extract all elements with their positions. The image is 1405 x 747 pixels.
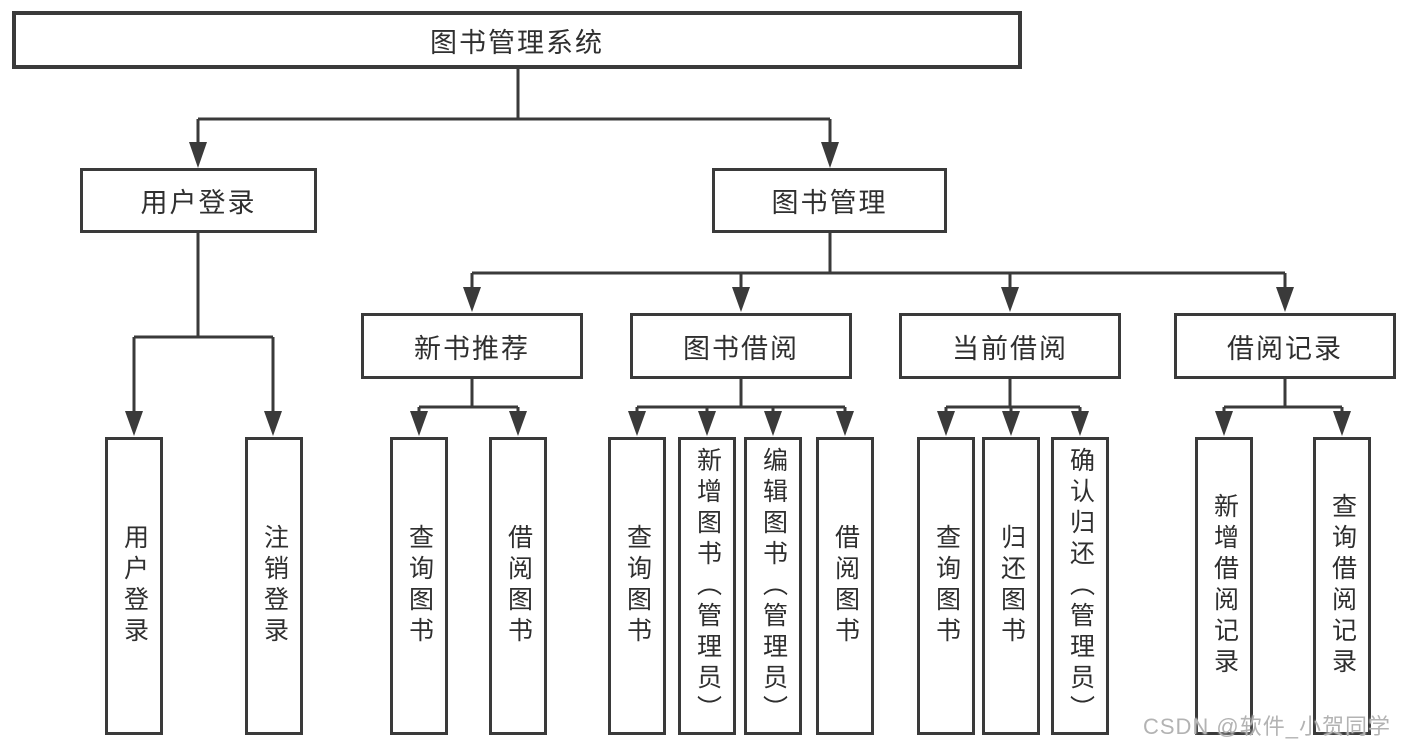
arrow-down-icon	[698, 411, 716, 436]
node-label: 新增图书（管理员）	[693, 446, 722, 726]
node-label: 借阅图书	[504, 524, 533, 648]
arrow-down-icon	[1071, 411, 1089, 436]
leaf-confirm-return-admin: 确认归还（管理员）	[1051, 437, 1109, 735]
leaf-add-book-admin: 新增图书（管理员）	[678, 437, 736, 735]
arrow-down-icon	[836, 411, 854, 436]
csdn-watermark: CSDN @软件_小贺同学	[1142, 714, 1391, 739]
leaf-return-book: 归还图书	[982, 437, 1040, 735]
node-label: 查询借阅记录	[1328, 493, 1357, 679]
arrow-down-icon	[1002, 411, 1020, 436]
leaf-logout: 注销登录	[245, 437, 303, 735]
node-label: 新书推荐	[414, 333, 530, 364]
arrow-down-icon	[463, 287, 481, 312]
arrow-down-icon	[937, 411, 955, 436]
node-label: 注销登录	[260, 524, 289, 648]
leaf-user-login: 用户登录	[105, 437, 163, 735]
arrow-down-icon	[1333, 411, 1351, 436]
node-book-management-system: 图书管理系统	[12, 11, 1022, 69]
node-book-management: 图书管理	[712, 168, 947, 233]
node-label: 图书管理	[771, 188, 888, 218]
leaf-query-books-2: 查询图书	[608, 437, 666, 735]
arrow-down-icon	[1215, 411, 1233, 436]
leaf-query-books-1: 查询图书	[390, 437, 448, 735]
leaf-add-borrow-record: 新增借阅记录	[1195, 437, 1253, 735]
node-borrow-records: 借阅记录	[1174, 313, 1396, 379]
leaf-query-borrow-record: 查询借阅记录	[1313, 437, 1371, 735]
node-new-book-recommend: 新书推荐	[361, 313, 583, 379]
leaf-query-books-3: 查询图书	[917, 437, 975, 735]
leaf-borrow-books-1: 借阅图书	[489, 437, 547, 735]
node-label: 归还图书	[997, 524, 1026, 648]
node-current-borrowing: 当前借阅	[899, 313, 1121, 379]
leaf-edit-book-admin: 编辑图书（管理员）	[744, 437, 802, 735]
node-label: 新增借阅记录	[1210, 493, 1239, 679]
node-user-login: 用户登录	[80, 168, 317, 233]
arrow-down-icon	[732, 287, 750, 312]
arrow-down-icon	[264, 411, 282, 436]
arrow-down-icon	[125, 411, 143, 436]
node-label: 确认归还（管理员）	[1066, 446, 1095, 726]
arrow-down-icon	[821, 142, 839, 168]
node-label: 图书管理系统	[430, 27, 604, 58]
node-label: 图书借阅	[683, 333, 799, 364]
node-label: 查询图书	[932, 524, 961, 648]
arrow-down-icon	[764, 411, 782, 436]
node-label: 查询图书	[405, 524, 434, 648]
node-label: 当前借阅	[952, 333, 1068, 364]
node-label: 编辑图书（管理员）	[759, 446, 788, 726]
arrow-down-icon	[189, 142, 207, 168]
arrow-down-icon	[509, 411, 527, 436]
node-label: 用户登录	[120, 524, 149, 648]
arrow-down-icon	[1001, 287, 1019, 312]
node-label: 查询图书	[623, 524, 652, 648]
leaf-borrow-books-2: 借阅图书	[816, 437, 874, 735]
node-label: 借阅图书	[831, 524, 860, 648]
node-book-borrowing: 图书借阅	[630, 313, 852, 379]
node-label: 借阅记录	[1227, 333, 1343, 364]
arrow-down-icon	[628, 411, 646, 436]
node-label: 用户登录	[140, 188, 257, 218]
arrow-down-icon	[1276, 287, 1294, 312]
arrow-down-icon	[410, 411, 428, 436]
